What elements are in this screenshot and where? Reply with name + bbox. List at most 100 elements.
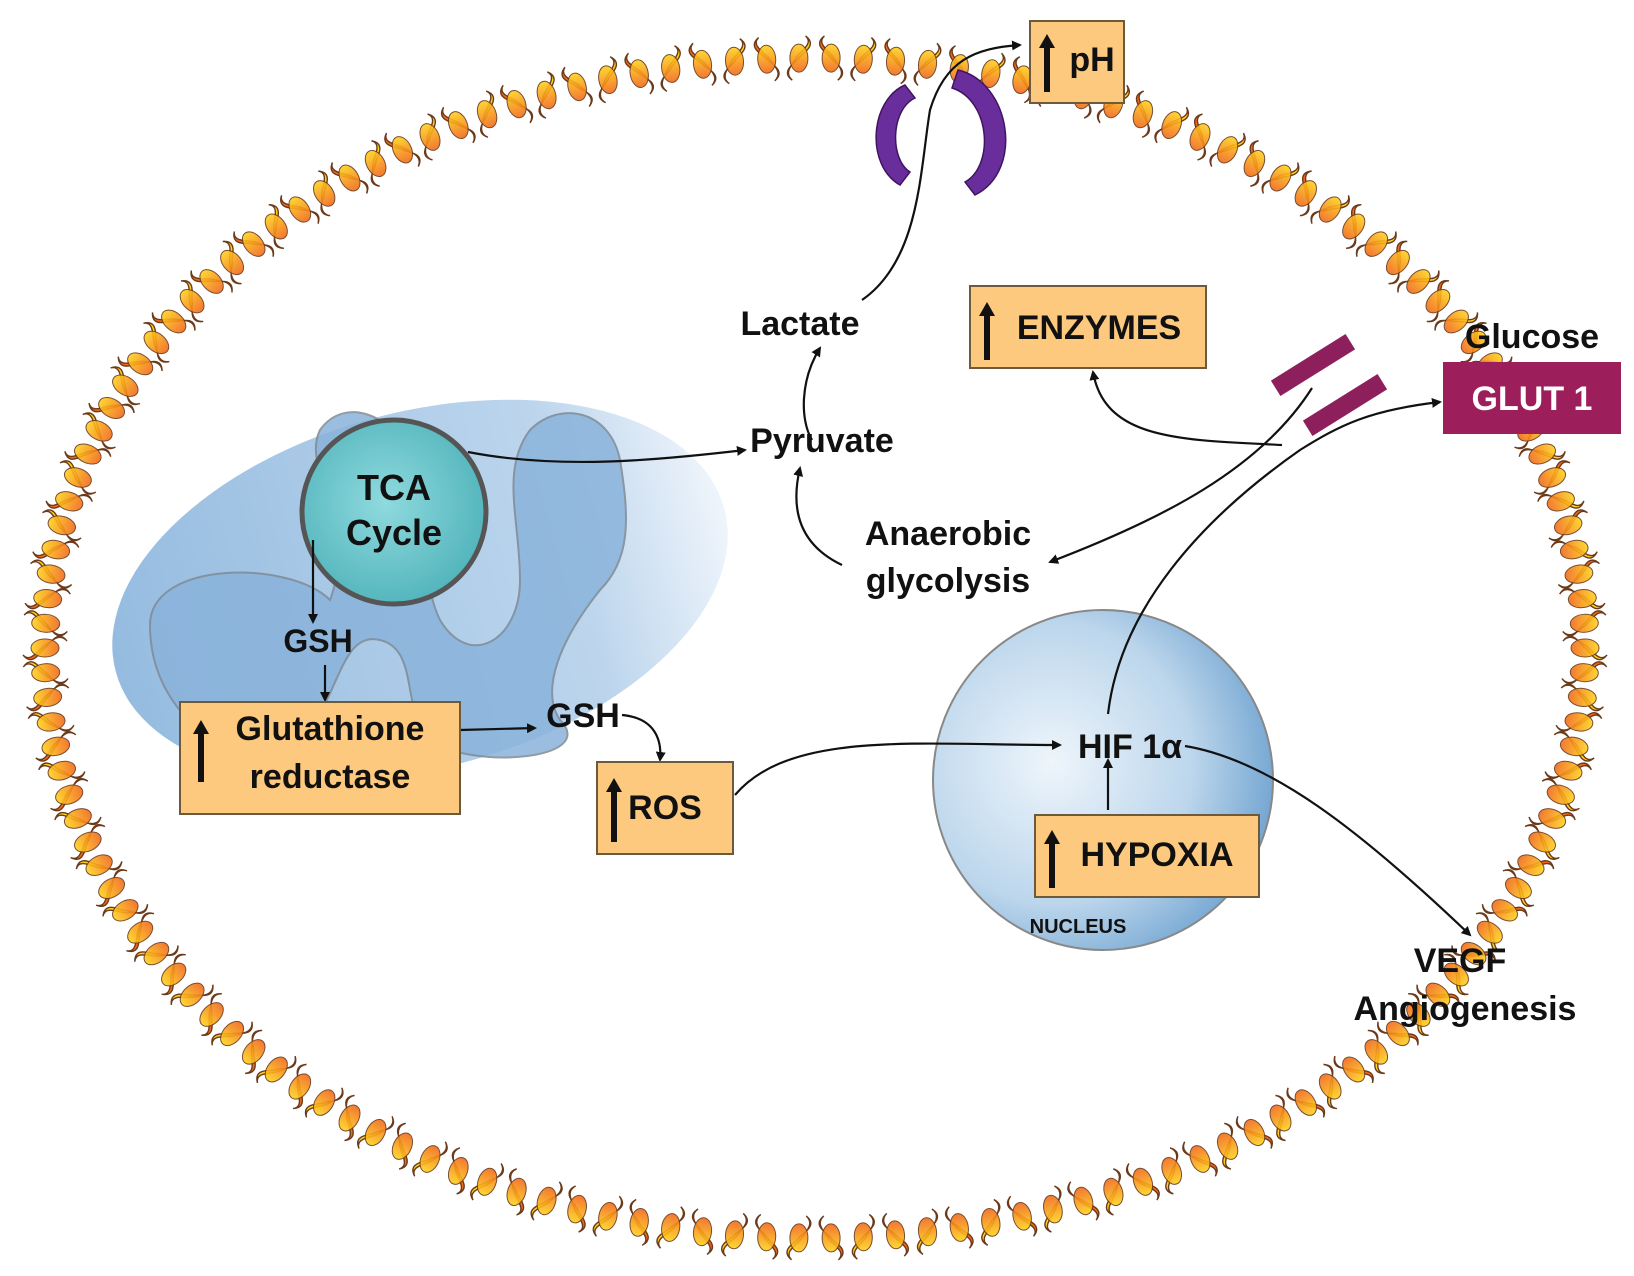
membrane-segment (1377, 1020, 1419, 1047)
enzymes-label: ENZYMES (1017, 309, 1181, 347)
membrane-segment (500, 84, 533, 124)
membrane-segment (1126, 1163, 1160, 1201)
membrane-segment (1406, 993, 1431, 1036)
membrane-segment (126, 912, 155, 953)
membrane-segment (1541, 778, 1580, 812)
membrane-segment (82, 412, 116, 450)
membrane-segment (1067, 1181, 1100, 1221)
pathway-arrows (308, 40, 1472, 937)
vegf-label: VEGF (1414, 942, 1507, 980)
membrane-segment (1562, 635, 1608, 661)
membrane-segment (88, 397, 135, 419)
arrow-glutathione-to-gsh (459, 723, 537, 734)
membrane-segment (211, 1020, 253, 1047)
membrane-segment (22, 635, 68, 661)
membrane-segment (1434, 309, 1479, 334)
tca-label-line1: TCA (357, 467, 431, 508)
membrane-segment (1507, 854, 1555, 876)
membrane-segment (1561, 661, 1608, 685)
membrane-segment (1269, 1094, 1292, 1142)
gsh-label-mito: GSH (283, 623, 352, 659)
membrane-segment (27, 712, 75, 732)
membrane-segment (536, 71, 557, 119)
membrane-segment (1502, 868, 1535, 908)
membrane-segment (506, 1168, 527, 1216)
membrane-segment (786, 1215, 812, 1261)
membrane-segment (1550, 539, 1598, 560)
membrane-segment (851, 1213, 875, 1260)
membrane-segment (1518, 443, 1566, 465)
membrane-segment (1559, 587, 1606, 610)
membrane-segment (117, 352, 163, 376)
membrane-segment (30, 559, 73, 589)
ros-label: ROS (628, 789, 702, 827)
membrane-segment (1451, 941, 1496, 966)
membrane-segment (161, 953, 187, 996)
membrane-segment (723, 38, 746, 85)
arrow-lactate-to-ph (861, 40, 1022, 301)
membrane-segment (338, 1094, 361, 1142)
membrane-segment (1364, 1029, 1389, 1075)
glutathione-reductase-box: Glutathione reductase (179, 701, 461, 815)
arrow-glucose-to-enzymes (1089, 370, 1283, 447)
membrane-segment (916, 1208, 939, 1255)
membrane-segment (38, 760, 86, 781)
membrane-segment (241, 1029, 266, 1075)
hif1a-label: HIF 1α (1078, 728, 1182, 766)
glut1-label: GLUT 1 (1472, 380, 1593, 418)
ros-box: ROS (596, 761, 734, 855)
membrane-segment (1562, 610, 1607, 637)
membrane-segment (1209, 132, 1246, 167)
glutathione-label-line2: reductase (250, 758, 411, 796)
membrane-segment (64, 443, 112, 465)
membrane-segment (304, 1087, 344, 1118)
membrane-segment (1243, 140, 1266, 187)
arrow-tca-to-pyruvate (467, 445, 747, 464)
membrane-segment (881, 1212, 910, 1257)
membrane-segment (220, 240, 245, 285)
membrane-segment (1235, 1116, 1273, 1149)
membrane-segment (1043, 1185, 1063, 1233)
hypoxia-label: HYPOXIA (1080, 836, 1233, 874)
up-arrow-icon (606, 778, 622, 842)
membrane-segment (42, 509, 82, 542)
membrane-segment (1333, 1055, 1374, 1084)
membrane-segment (598, 56, 618, 104)
membrane-segment (818, 35, 844, 81)
membrane-segment (1286, 1087, 1326, 1118)
arrow-glucose-to-anaerobic (1048, 387, 1313, 564)
hypoxia-box: HYPOXIA (1034, 814, 1260, 898)
anaerobic-glycolysis-label-line1: Anaerobic (865, 515, 1031, 553)
membrane-segment (476, 90, 498, 138)
membrane-segment (23, 610, 68, 637)
membrane-segment (1385, 240, 1410, 285)
membrane-segment (629, 1198, 649, 1246)
membrane-segment (45, 491, 93, 512)
membrane-segment (1103, 1168, 1124, 1216)
up-arrow-icon (1039, 34, 1055, 92)
membrane-segment (54, 808, 102, 829)
membrane-segment (1425, 280, 1451, 323)
membrane-segment (233, 231, 275, 257)
membrane-segment (24, 587, 71, 610)
membrane-segment (288, 1063, 312, 1110)
membrane-segment (1161, 1147, 1183, 1195)
membrane-segment (95, 868, 128, 908)
membrane-segment (561, 66, 593, 107)
arrow-hif-to-glut1 (1106, 397, 1442, 715)
membrane-segment (567, 1185, 587, 1233)
glucose-label: Glucose (1465, 318, 1599, 356)
membrane-segment (264, 204, 288, 249)
membrane-segment (190, 269, 233, 294)
membrane-segment (1318, 1063, 1342, 1110)
membrane-segment (50, 778, 89, 812)
arrow-hif-to-vegf (1184, 744, 1472, 937)
membrane-segment (384, 132, 421, 167)
glut1-box: GLUT 1 (1443, 362, 1621, 434)
membrane-segment (1537, 491, 1585, 512)
gsh-label-cytosol: GSH (546, 697, 620, 735)
membrane-segment (151, 309, 196, 334)
nucleus-label: NUCLEUS (1030, 916, 1127, 938)
membrane-segment (110, 366, 141, 406)
membrane-segment (1294, 170, 1317, 217)
